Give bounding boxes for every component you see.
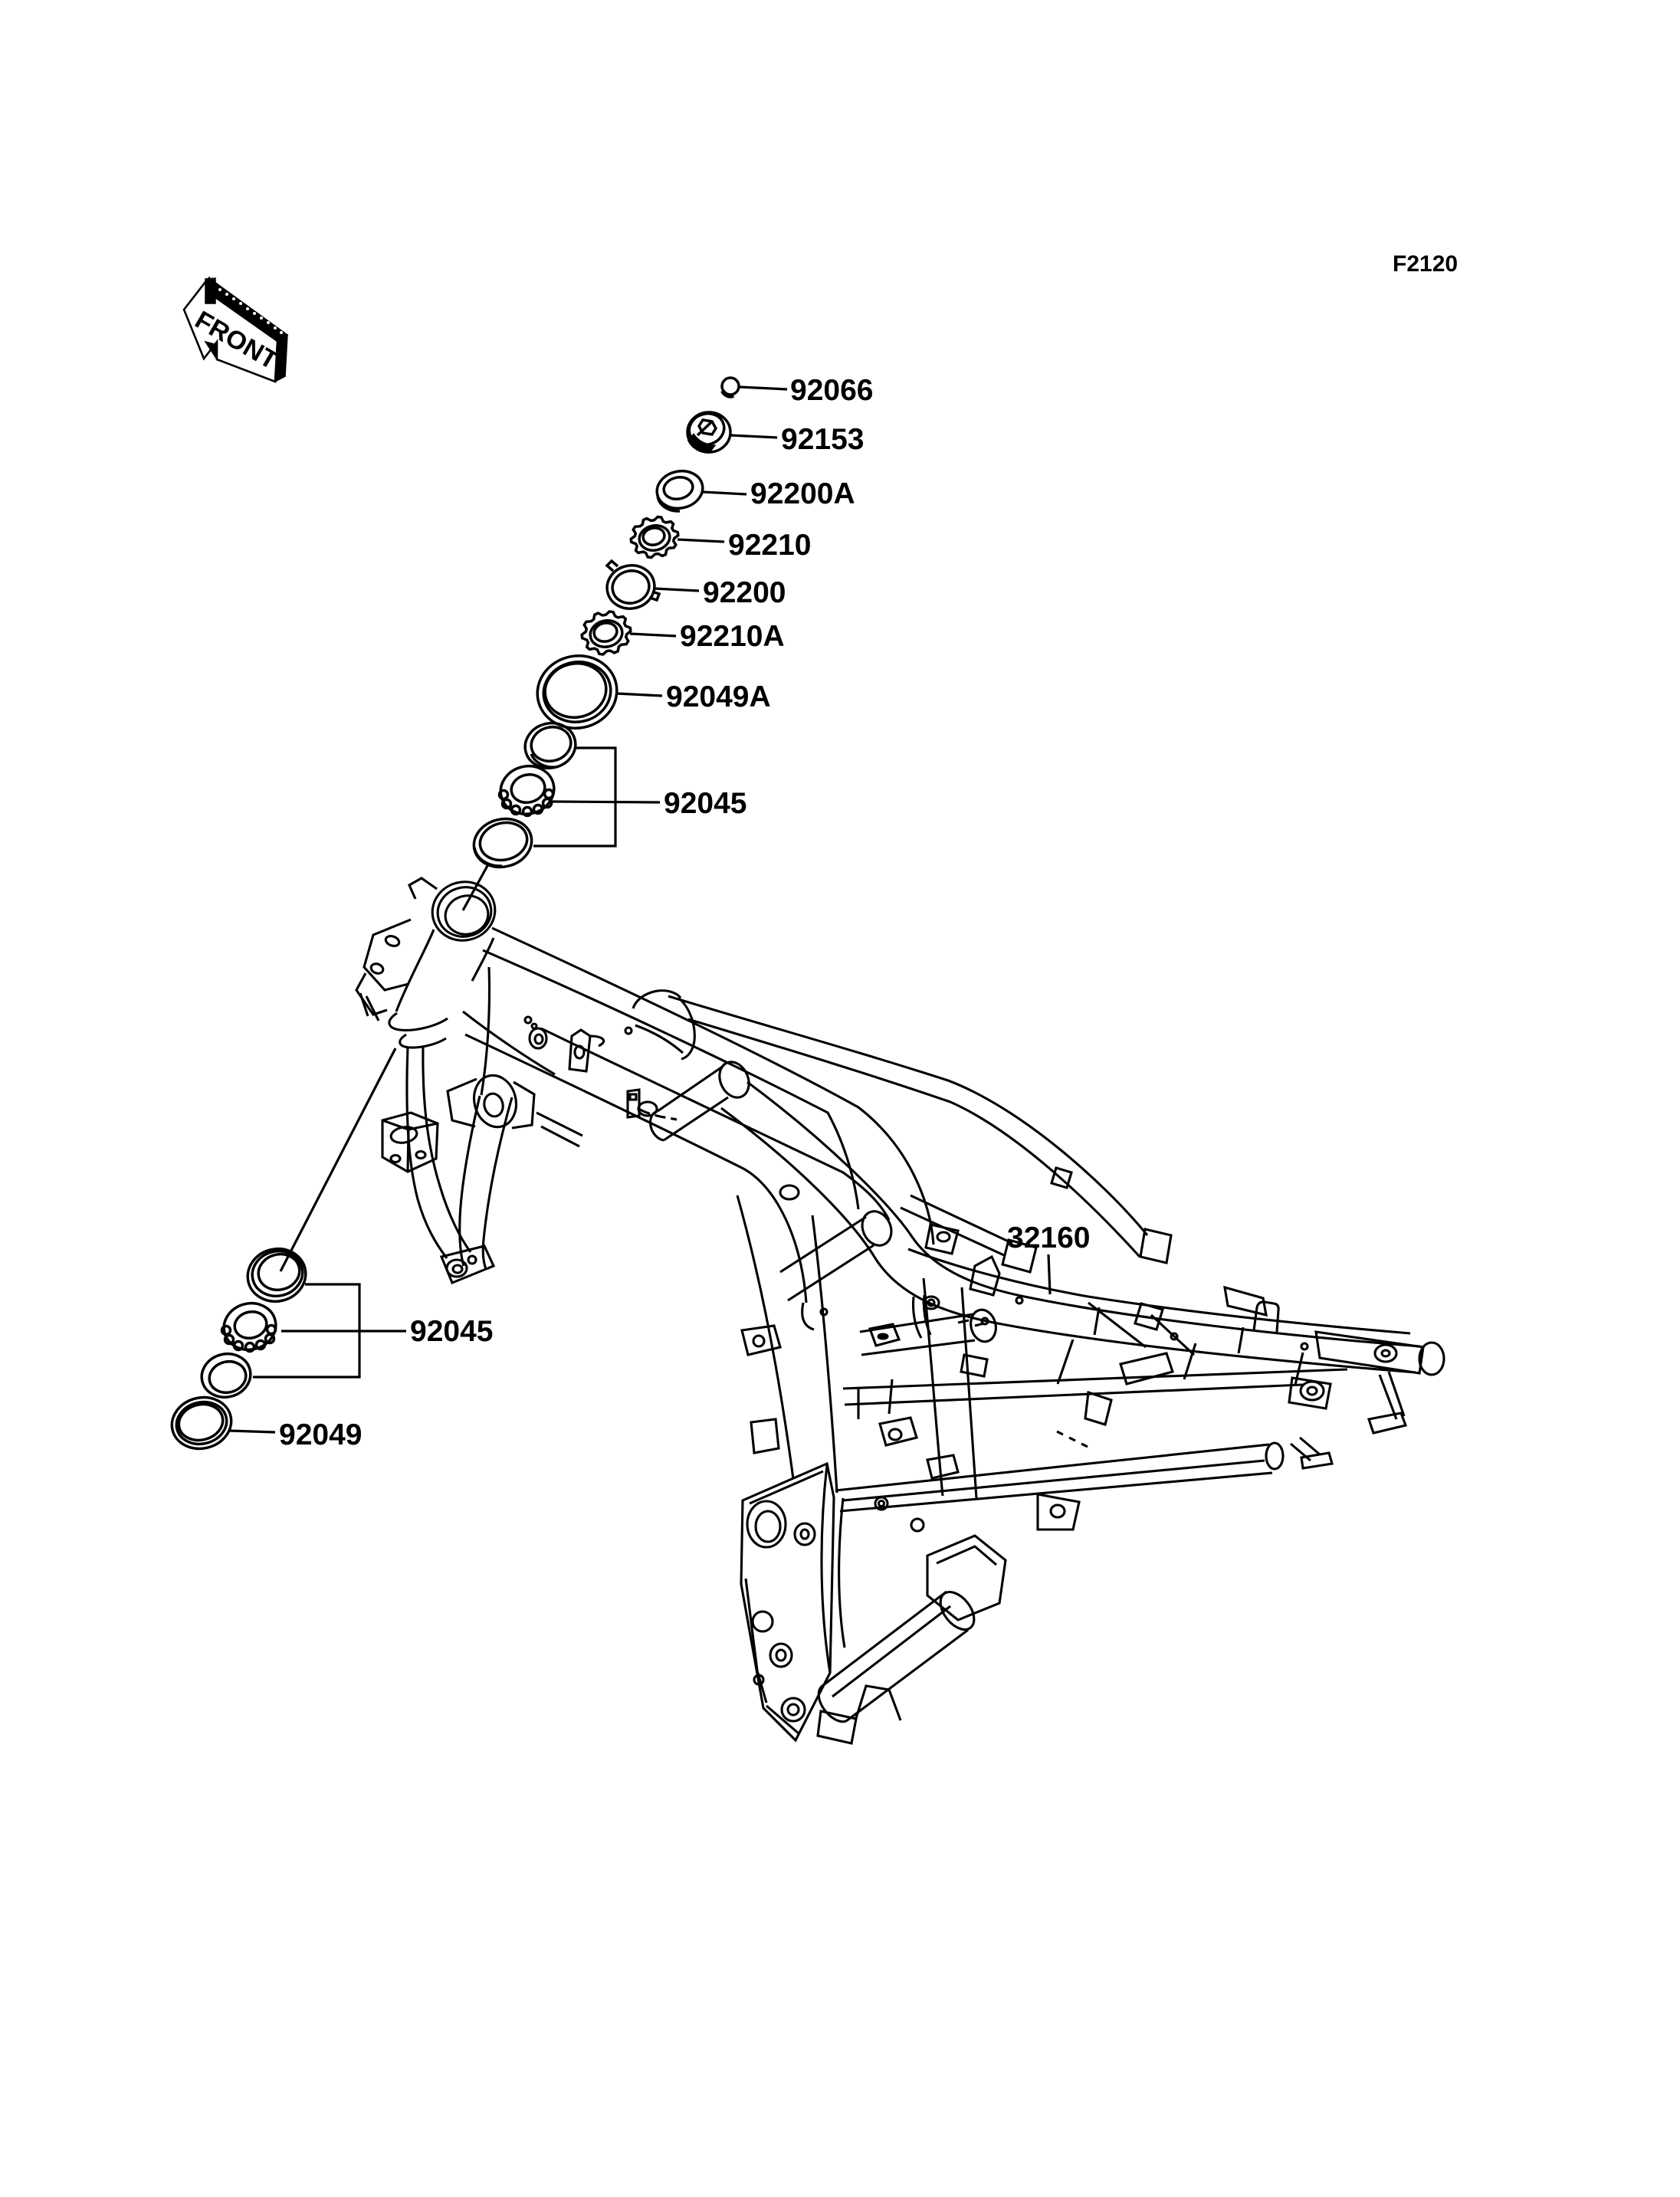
svg-text:92066: 92066 [790, 374, 873, 407]
svg-text:92210: 92210 [728, 529, 811, 562]
svg-text:92153: 92153 [781, 423, 864, 456]
svg-text:92045: 92045 [410, 1315, 493, 1348]
svg-text:92200A: 92200A [750, 477, 855, 510]
svg-text:92049A: 92049A [666, 680, 771, 713]
svg-text:92045: 92045 [664, 787, 746, 820]
svg-text:F2120: F2120 [1393, 251, 1458, 277]
svg-text:92210A: 92210A [680, 620, 785, 653]
svg-text:92200: 92200 [703, 576, 786, 609]
svg-text:32160: 32160 [1007, 1221, 1090, 1254]
svg-text:92049: 92049 [279, 1418, 362, 1451]
